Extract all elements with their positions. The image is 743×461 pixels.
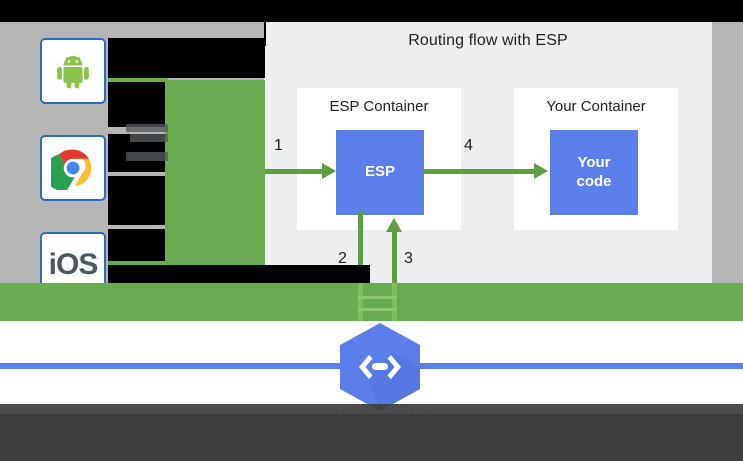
green-line-ios — [108, 261, 168, 265]
green-connector-block — [165, 80, 265, 265]
bottom-occlusion-lower — [0, 414, 743, 461]
arrow-1-head — [322, 163, 336, 179]
bottom-occlusion-upper — [0, 404, 743, 416]
occlusion-block-2 — [108, 82, 165, 127]
routing-flow-panel: Routing flow with ESP ESP Container Your… — [264, 22, 712, 284]
cloud-endpoints-hexagon-icon — [340, 323, 420, 411]
panel-title: Routing flow with ESP — [408, 32, 568, 49]
arrow-3-stub — [392, 283, 397, 321]
your-code-label-line2: code — [576, 172, 612, 190]
client-tile-android[interactable] — [40, 38, 106, 104]
ghost-text-line-1 — [126, 124, 168, 132]
occlusion-block-1 — [108, 38, 265, 78]
occlusion-block-4 — [108, 176, 165, 225]
green-line-android — [108, 78, 168, 82]
your-code-label-line1: Your — [577, 153, 611, 171]
arrow-1-line — [264, 169, 324, 174]
arrow-3-line — [392, 230, 397, 284]
ios-text: iOS — [48, 248, 99, 281]
your-code-box: Your code — [550, 130, 638, 215]
step-number-1: 1 — [274, 137, 283, 154]
esp-box: ESP — [336, 130, 424, 215]
arrow-4-head — [534, 163, 548, 179]
arrow-2-line — [358, 212, 363, 284]
arrow-4-line — [424, 169, 536, 174]
green-band — [0, 283, 743, 321]
step-number-2: 2 — [338, 250, 347, 267]
chrome-icon — [51, 149, 92, 190]
esp-box-label: ESP — [364, 163, 395, 181]
your-container-title: Your Container — [546, 98, 646, 115]
top-occlusion-band — [0, 0, 743, 22]
green-band-hatch-2 — [358, 308, 397, 311]
background-gray-right — [712, 22, 743, 284]
green-band-hatch-1 — [358, 296, 397, 299]
occlusion-block-8 — [264, 22, 266, 46]
android-icon — [57, 55, 89, 89]
ghost-text-line-3 — [126, 152, 168, 161]
arrow-2-stub — [358, 283, 363, 321]
esp-container-title: ESP Container — [329, 98, 429, 115]
occlusion-block-5 — [108, 229, 165, 261]
step-number-3: 3 — [404, 250, 413, 267]
arrow-3-head — [386, 218, 402, 232]
ghost-text-line-2 — [130, 134, 168, 142]
client-tile-chrome[interactable] — [40, 135, 106, 201]
step-number-4: 4 — [464, 137, 473, 154]
